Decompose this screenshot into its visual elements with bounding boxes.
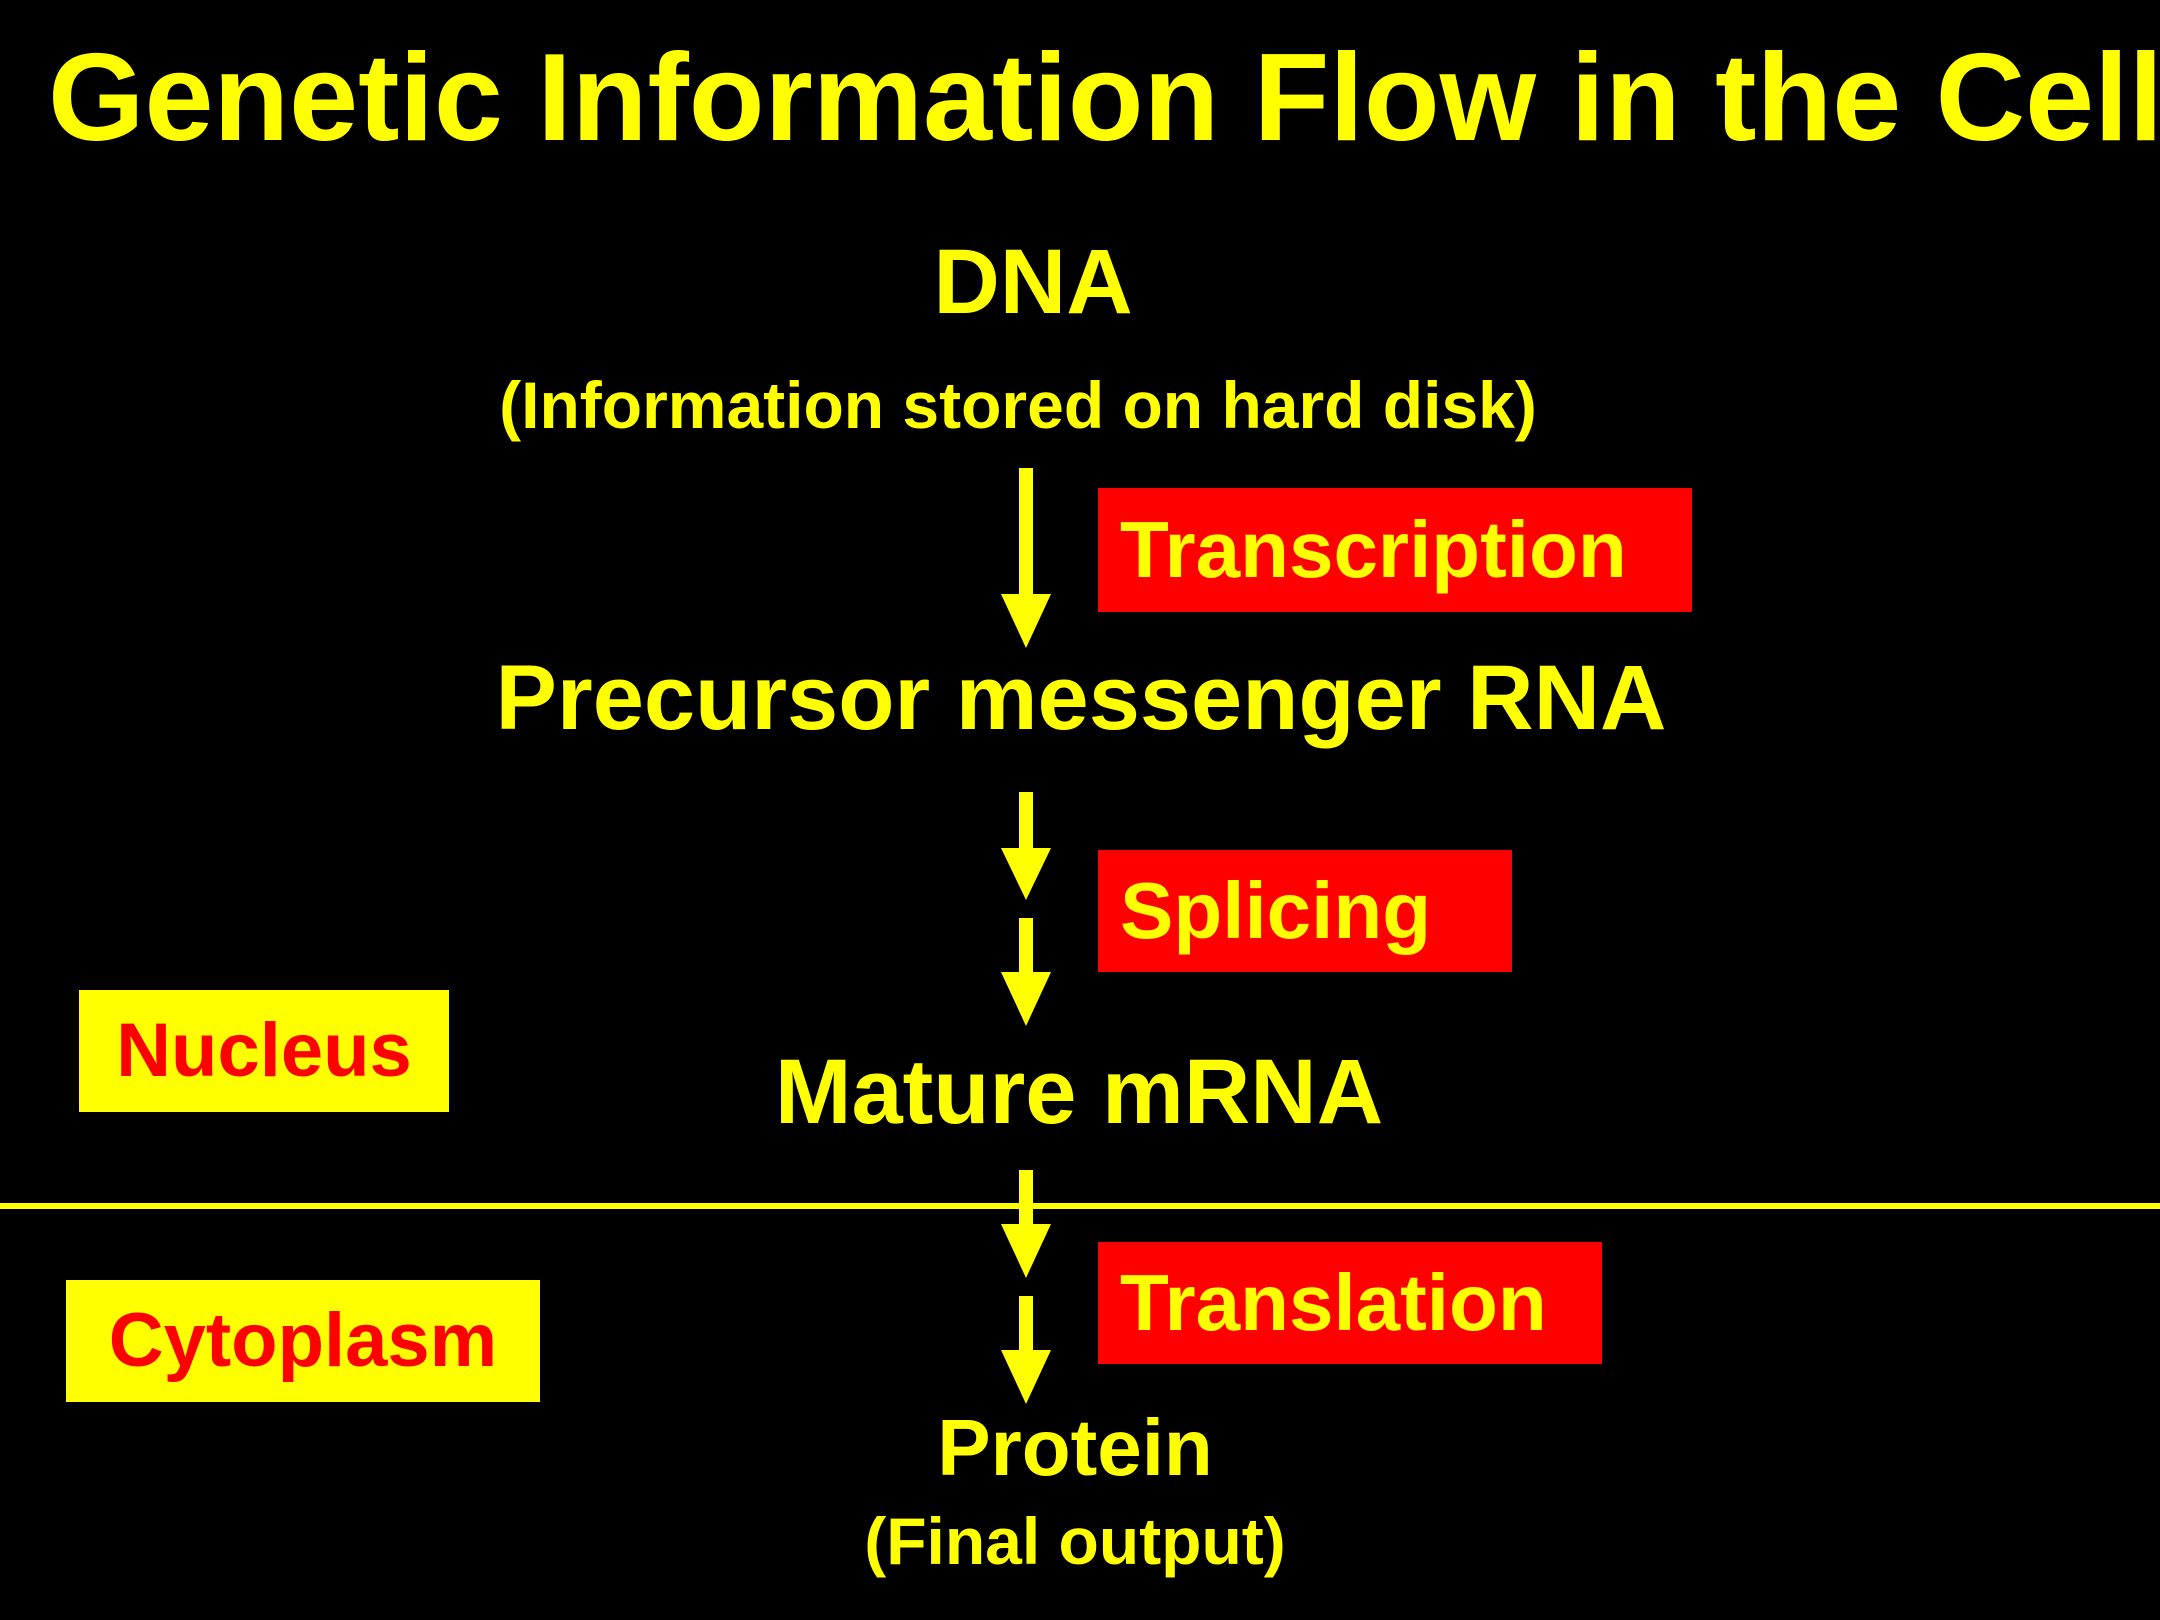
arrow-mature-to-translation-icon [1001,1170,1051,1278]
protein-node-label: Protein [937,1403,1213,1492]
arrow-precursor-to-splicing-icon [1001,792,1051,900]
arrow-splicing-to-mature-icon [1001,918,1051,1026]
translation-step-label: Translation [1120,1258,1547,1347]
slide-title: Genetic Information Flow in the Cell [48,29,2160,167]
transcription-step-box: Transcription [1098,488,1692,612]
nucleus-region-box: Nucleus [79,990,449,1112]
dna-node-label: DNA [933,231,1133,333]
nucleus-cytoplasm-divider-line [0,1203,2160,1209]
arrow-dna-to-precursor-icon [1001,468,1051,648]
arrow-translation-to-protein-icon [1001,1296,1051,1404]
cytoplasm-region-label: Cytoplasm [108,1298,498,1383]
mature-mrna-node-label: Mature mRNA [774,1041,1384,1143]
protein-node-note: (Final output) [864,1504,1286,1578]
transcription-step-label: Transcription [1120,505,1627,594]
precursor-mrna-node-label: Precursor messenger RNA [495,647,1667,749]
splicing-step-label: Splicing [1120,866,1432,955]
nucleus-region-label: Nucleus [116,1008,412,1093]
translation-step-box: Translation [1098,1242,1602,1364]
splicing-step-box: Splicing [1098,850,1512,972]
dna-node-note: (Information stored on hard disk) [499,368,1537,442]
cytoplasm-region-box: Cytoplasm [66,1280,540,1402]
